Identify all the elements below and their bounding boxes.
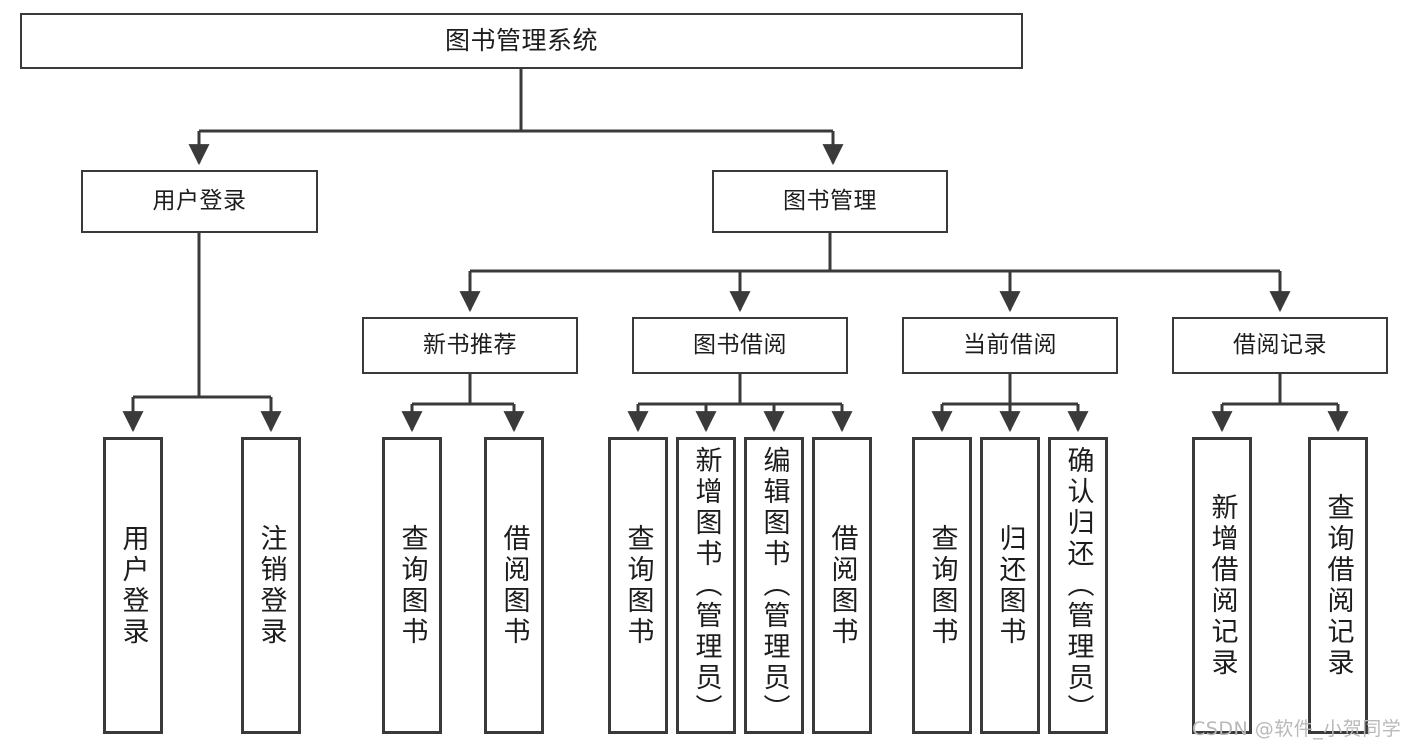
node-leaf-user-login[interactable]: 用户登录 bbox=[103, 437, 163, 734]
node-root-label: 图书管理系统 bbox=[444, 26, 598, 56]
node-current-borrow-label: 当前借阅 bbox=[963, 331, 1057, 358]
node-book-borrow-label: 图书借阅 bbox=[693, 331, 787, 358]
node-leaf-user-login-label: 用户登录 bbox=[117, 523, 149, 648]
node-new-book-recommend[interactable]: 新书推荐 bbox=[362, 317, 578, 374]
node-leaf-logout-login-label: 注销登录 bbox=[255, 523, 287, 648]
node-leaf-query-book-3-label: 查询图书 bbox=[926, 523, 958, 648]
node-leaf-query-book-2[interactable]: 查询图书 bbox=[608, 437, 668, 734]
node-current-borrow[interactable]: 当前借阅 bbox=[902, 317, 1118, 374]
node-leaf-query-record-label: 查询借阅记录 bbox=[1322, 492, 1354, 679]
node-leaf-edit-book[interactable]: 编辑图书（管理员） bbox=[744, 437, 804, 734]
node-leaf-query-book-3[interactable]: 查询图书 bbox=[912, 437, 972, 734]
node-leaf-logout-login[interactable]: 注销登录 bbox=[241, 437, 301, 734]
node-leaf-add-record-label: 新增借阅记录 bbox=[1206, 492, 1238, 679]
node-leaf-query-book-1-label: 查询图书 bbox=[396, 523, 428, 648]
csdn-watermark: CSDN @软件_小贺同学 bbox=[1192, 718, 1402, 740]
node-leaf-query-book-2-label: 查询图书 bbox=[622, 523, 654, 648]
node-leaf-confirm-return[interactable]: 确认归还（管理员） bbox=[1048, 437, 1108, 734]
node-book-manage-label: 图书管理 bbox=[783, 187, 877, 214]
node-leaf-return-book-label: 归还图书 bbox=[994, 523, 1026, 648]
node-leaf-query-book-1[interactable]: 查询图书 bbox=[382, 437, 442, 734]
node-book-borrow[interactable]: 图书借阅 bbox=[632, 317, 848, 374]
node-book-manage[interactable]: 图书管理 bbox=[712, 170, 948, 233]
node-leaf-borrow-book-2[interactable]: 借阅图书 bbox=[812, 437, 872, 734]
node-leaf-add-book-label: 新增图书（管理员） bbox=[690, 446, 722, 725]
node-leaf-add-book[interactable]: 新增图书（管理员） bbox=[676, 437, 736, 734]
node-leaf-edit-book-label: 编辑图书（管理员） bbox=[758, 446, 790, 725]
node-leaf-query-record[interactable]: 查询借阅记录 bbox=[1308, 437, 1368, 734]
node-user-login-label: 用户登录 bbox=[152, 187, 247, 214]
node-leaf-add-record[interactable]: 新增借阅记录 bbox=[1192, 437, 1252, 734]
node-borrow-record-label: 借阅记录 bbox=[1233, 331, 1327, 358]
node-borrow-record[interactable]: 借阅记录 bbox=[1172, 317, 1388, 374]
node-leaf-borrow-book-1-label: 借阅图书 bbox=[498, 523, 530, 648]
node-leaf-confirm-return-label: 确认归还（管理员） bbox=[1062, 446, 1094, 725]
node-new-book-recommend-label: 新书推荐 bbox=[423, 331, 517, 358]
node-leaf-borrow-book-2-label: 借阅图书 bbox=[826, 523, 858, 648]
node-user-login[interactable]: 用户登录 bbox=[81, 170, 318, 233]
node-root[interactable]: 图书管理系统 bbox=[20, 13, 1023, 69]
node-leaf-borrow-book-1[interactable]: 借阅图书 bbox=[484, 437, 544, 734]
node-leaf-return-book[interactable]: 归还图书 bbox=[980, 437, 1040, 734]
